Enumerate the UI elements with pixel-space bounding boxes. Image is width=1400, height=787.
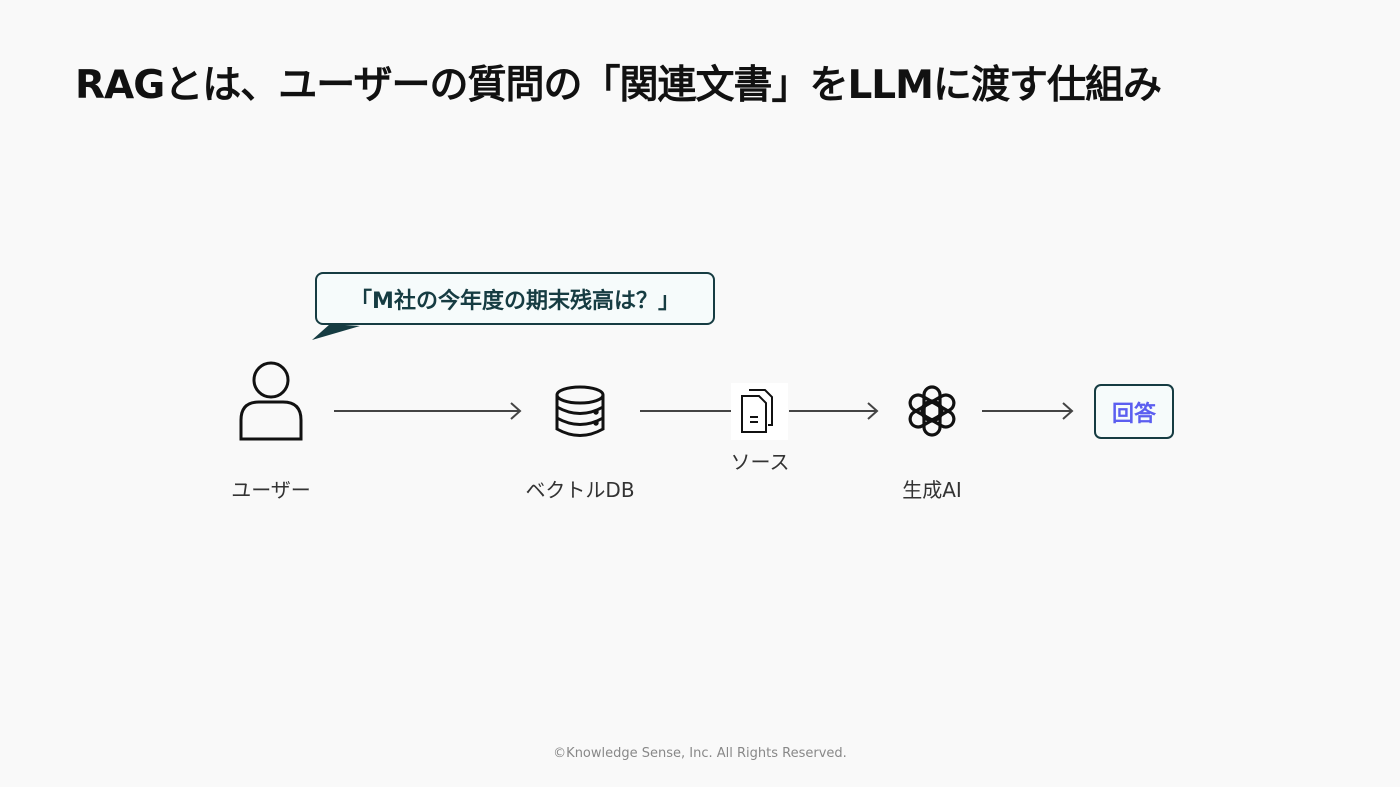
person-icon — [239, 361, 303, 441]
bubble-tail — [312, 324, 360, 340]
slide-title: RAGとは、ユーザーの質問の「関連文書」をLLMに渡す仕組み — [75, 63, 1162, 108]
database-icon — [555, 385, 605, 437]
answer-label: 回答 — [1111, 401, 1156, 427]
user-label: ユーザー — [231, 478, 311, 502]
document-icon — [741, 389, 773, 433]
vector-db-label: ベクトルDB — [525, 478, 635, 502]
question-bubble: 「M社の今年度の期末残高は？」 — [315, 272, 715, 325]
copyright-footer: ©Knowledge Sense, Inc. All Rights Reserv… — [553, 746, 847, 761]
ai-label: 生成AI — [902, 478, 962, 502]
arrows — [334, 402, 1074, 420]
answer-box: 回答 — [1094, 384, 1174, 439]
source-label: ソース — [730, 450, 790, 474]
openai-logo-icon — [908, 385, 956, 437]
